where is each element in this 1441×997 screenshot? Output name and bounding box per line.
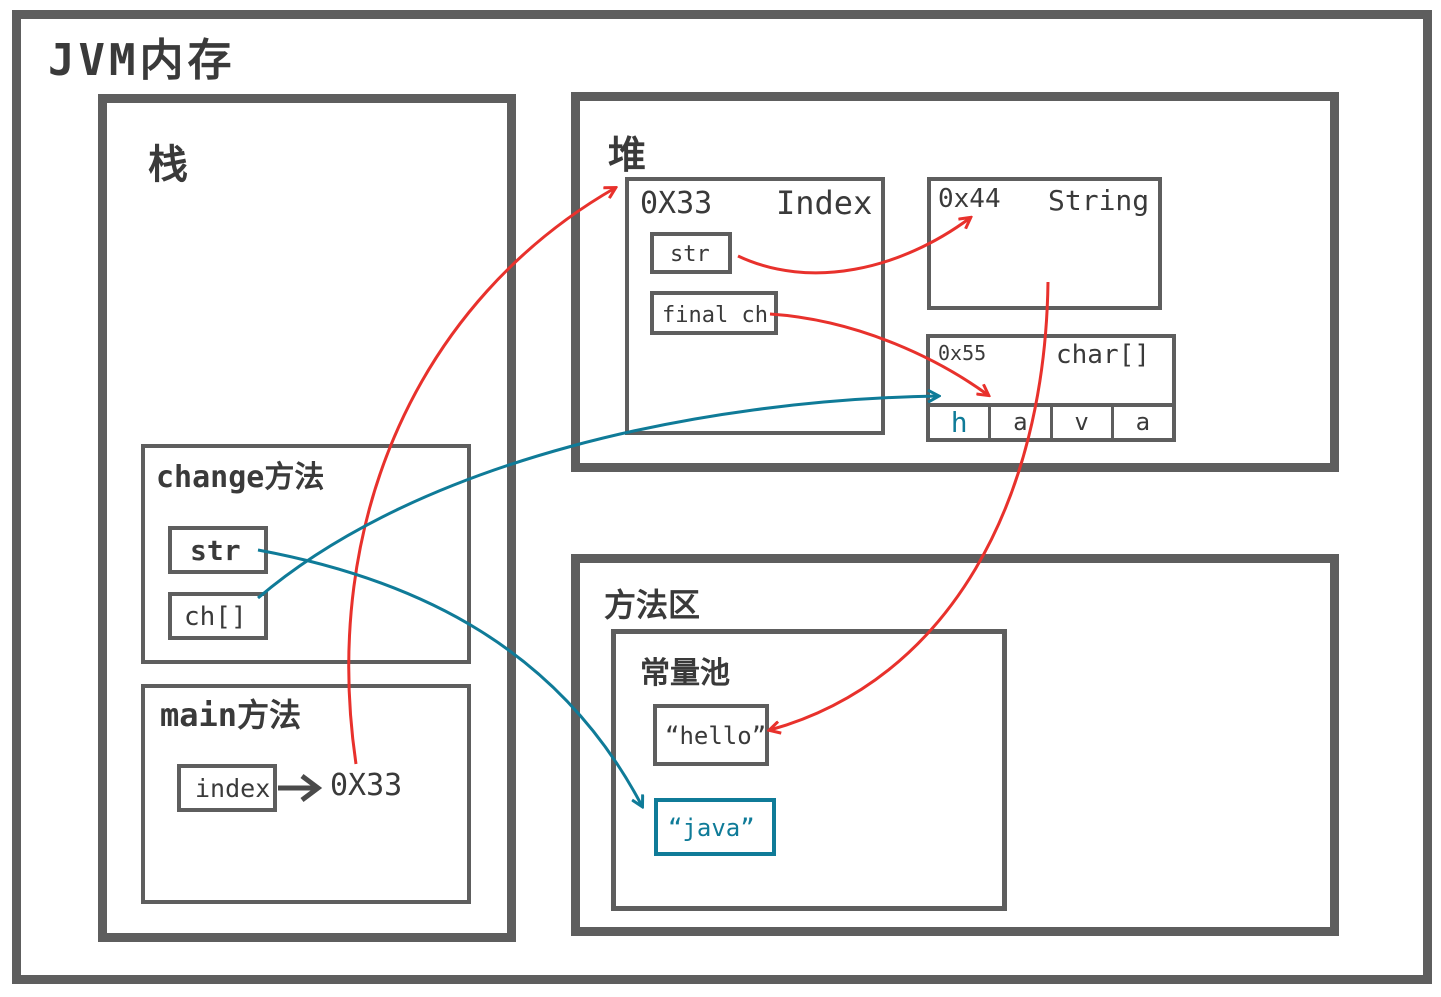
method-area-region <box>571 554 1339 936</box>
jvm-memory-frame <box>12 10 1432 984</box>
heap-region <box>571 92 1339 472</box>
index-object <box>625 177 885 435</box>
change-method-frame <box>141 444 471 664</box>
constant-pool <box>611 629 1007 911</box>
red-arrow-ch-field <box>769 312 988 395</box>
constant-java-label: “java” <box>668 814 755 842</box>
index-object-address: 0X33 <box>640 186 713 221</box>
red-arrow-str-field <box>737 218 970 275</box>
char-cell-a2: a <box>1135 408 1151 436</box>
index-field-str: str <box>650 232 732 274</box>
stack-var-index: index <box>177 764 277 812</box>
constant-java: “java” <box>654 798 776 856</box>
constant-hello-label: “hello” <box>665 722 767 750</box>
char-cell-h: h <box>930 407 992 438</box>
stack-var-ch-label: ch[] <box>184 602 247 632</box>
string-object-address: 0x44 <box>938 184 1001 214</box>
stack-var-ch: ch[] <box>168 592 268 640</box>
char-cell-v: v <box>1053 407 1114 438</box>
main-method-label: main方法 <box>160 696 302 734</box>
index-value-arrow <box>278 774 323 802</box>
index-field-final-ch-label: final ch <box>662 303 768 328</box>
stack-region <box>98 94 516 942</box>
constant-hello: “hello” <box>653 704 769 766</box>
index-field-str-label: str <box>670 242 710 267</box>
stack-label: 栈 <box>148 142 188 188</box>
index-value: 0X33 <box>330 768 403 803</box>
teal-arrow-str-java <box>257 548 642 806</box>
jvm-title: JVM内存 <box>48 35 236 86</box>
heap-label: 堆 <box>608 133 647 177</box>
method-area-label: 方法区 <box>604 586 701 624</box>
red-arrow-index-ref <box>347 188 615 765</box>
change-method-label: change方法 <box>156 460 325 495</box>
char-array-type: char[] <box>1056 340 1150 370</box>
main-method-frame <box>141 684 471 904</box>
stack-var-str-label: str <box>190 534 241 567</box>
char-cell-a1: a <box>991 407 1053 438</box>
char-array-cells: h a v a <box>926 403 1176 442</box>
red-arrow-string-value <box>770 281 1050 730</box>
constant-pool-label: 常量池 <box>640 656 730 691</box>
char-array-address: 0x55 <box>938 341 987 365</box>
stack-var-index-label: index <box>195 774 271 803</box>
teal-arrow-ch-array <box>257 396 938 600</box>
index-field-final-ch: final ch <box>650 291 778 335</box>
index-object-type: Index <box>776 184 873 222</box>
string-object-type: String <box>1048 184 1150 217</box>
